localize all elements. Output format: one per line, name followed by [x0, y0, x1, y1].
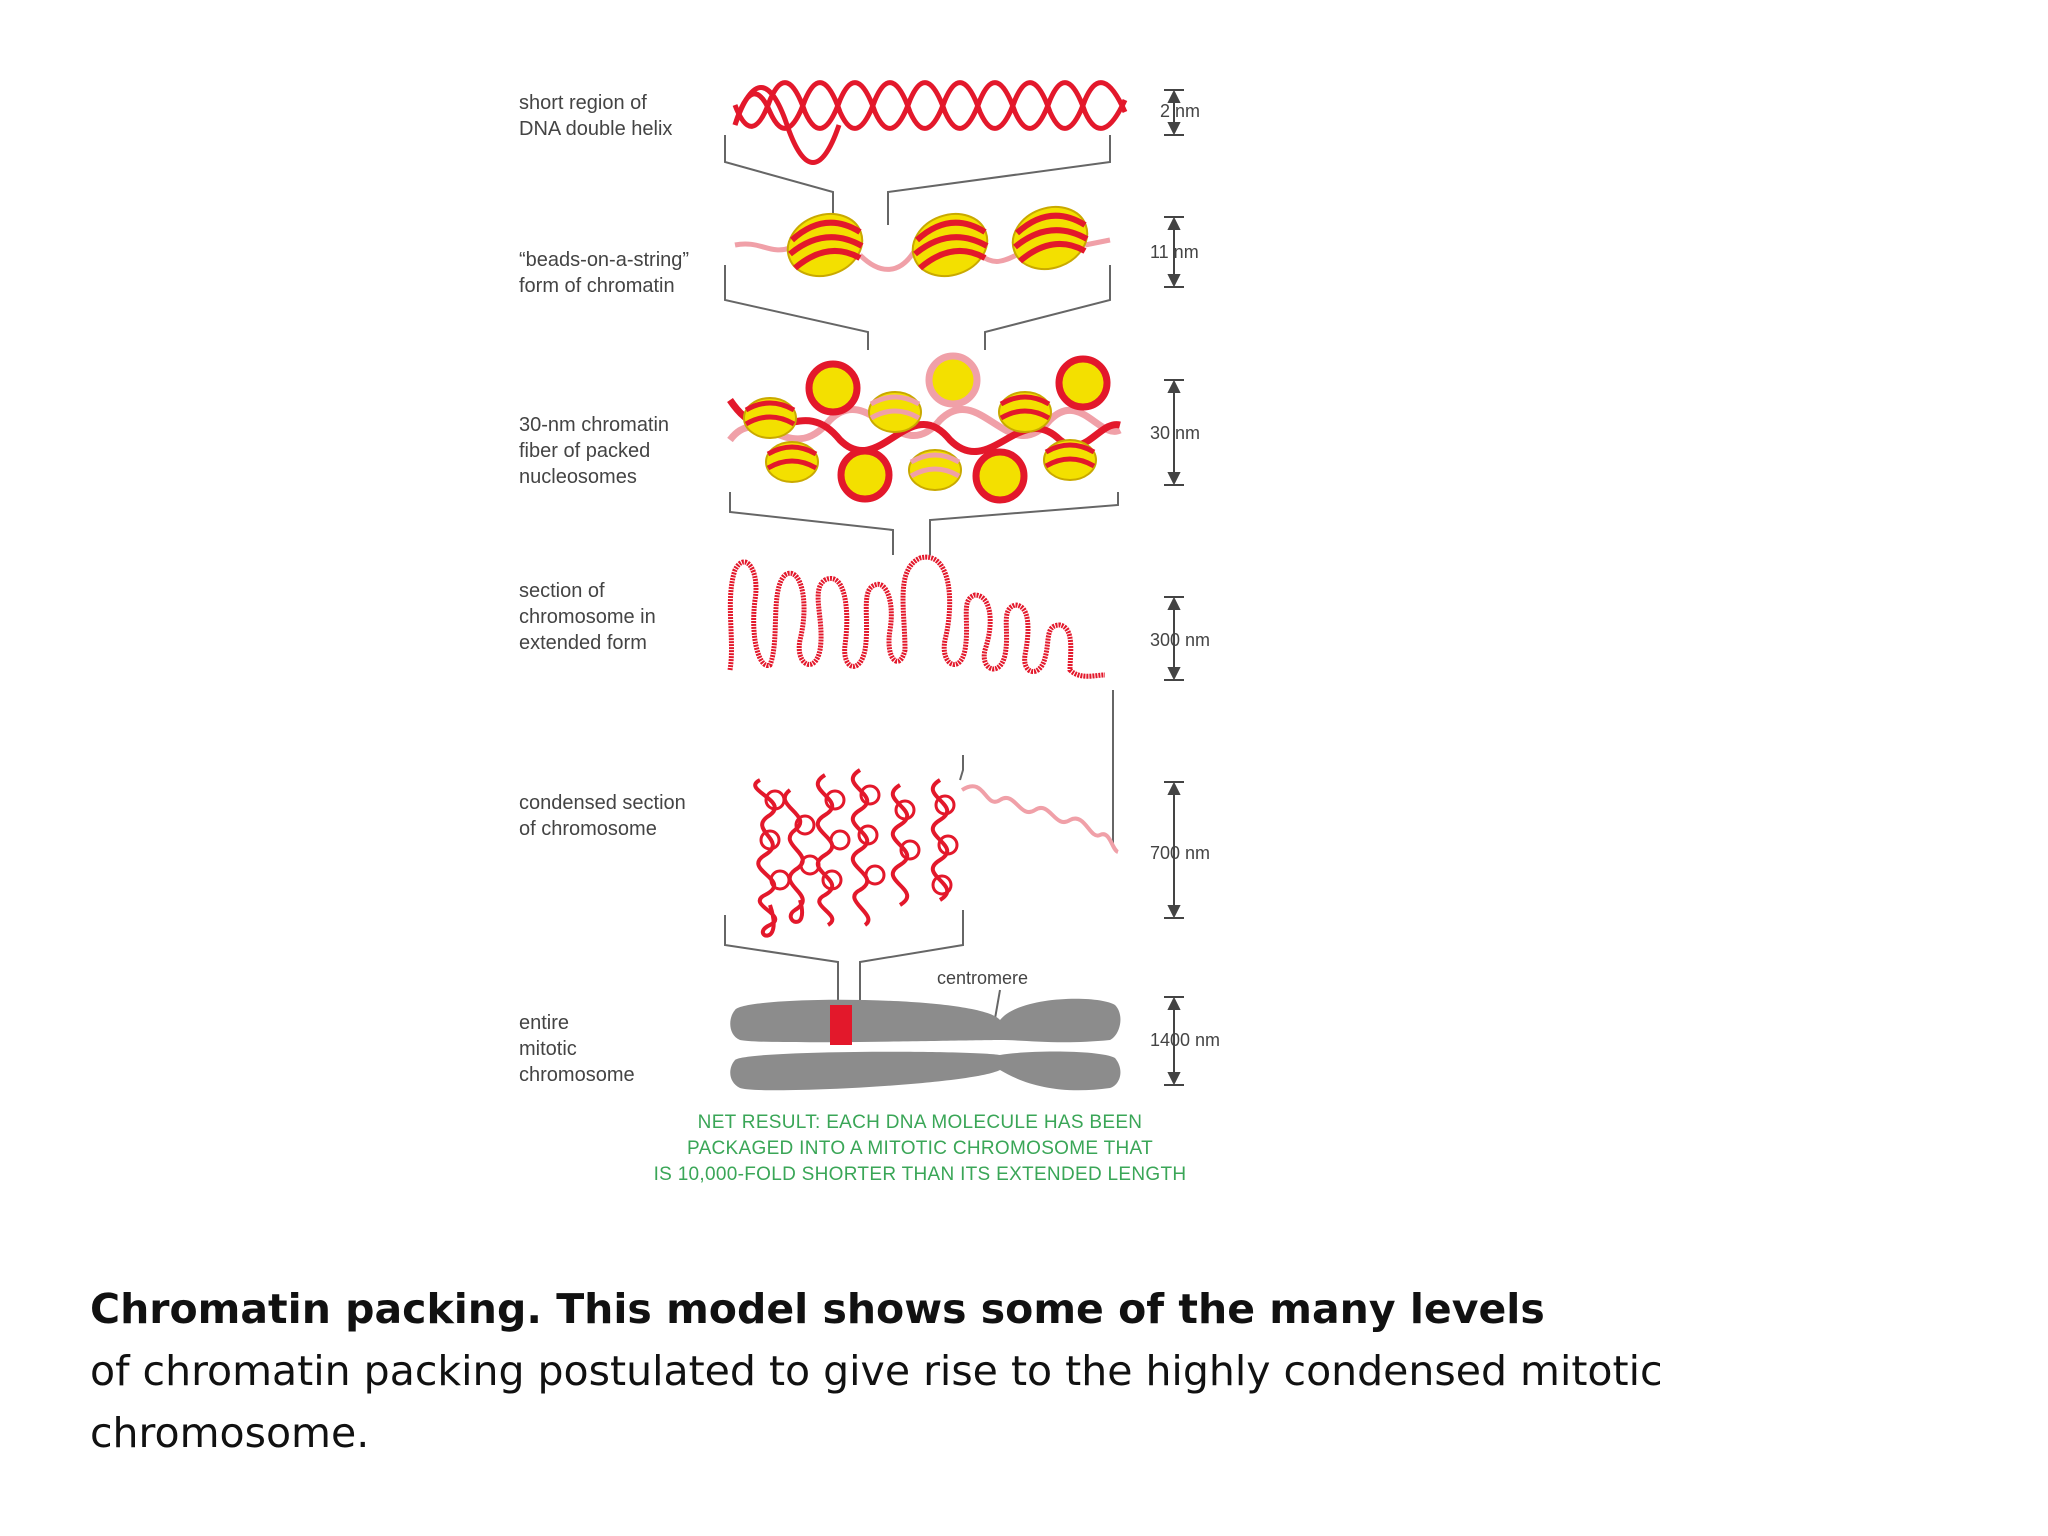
zoom-connector-1	[724, 135, 1111, 225]
dimension-label-2nm: 2 nm	[1160, 101, 1201, 121]
extended-chromosome-loops	[727, 554, 1106, 679]
dimension-label-300nm: 300 nm	[1150, 630, 1211, 650]
caption-text: of chromatin packing postulated to give …	[90, 1347, 1663, 1457]
chromatid-upper	[730, 998, 1121, 1043]
dna-double-helix	[732, 80, 1128, 165]
nucleosome	[911, 212, 989, 278]
dimension-arrow-11nm	[1164, 216, 1184, 288]
dimension-arrow-30nm	[1164, 379, 1184, 486]
nucleosome	[837, 447, 893, 503]
caption-bold: Chromatin packing. This model shows some…	[90, 1285, 1545, 1333]
net-result-line: NET RESULT: EACH DNA MOLECULE HAS BEEN	[697, 1112, 1143, 1133]
nucleosome	[998, 391, 1052, 433]
mitotic-chromosome	[730, 998, 1121, 1091]
condensed-chromosome-section	[753, 768, 1120, 938]
nucleosome	[1055, 355, 1111, 411]
dimension-arrow-2nm	[1164, 89, 1184, 136]
nucleosome	[925, 352, 981, 408]
dimension-label-700nm: 700 nm	[1150, 843, 1211, 863]
chromatid-lower	[730, 1051, 1121, 1091]
highlighted-section	[830, 1005, 852, 1045]
net-result-line: IS 10,000-FOLD SHORTER THAN ITS EXTENDED…	[653, 1164, 1187, 1185]
net-result-line: PACKAGED INTO A MITOTIC CHROMOSOME THAT	[687, 1138, 1153, 1159]
figure-caption: Chromatin packing. This model shows some…	[90, 1278, 1890, 1464]
nucleosome	[868, 391, 922, 433]
net-result-note: NET RESULT: EACH DNA MOLECULE HAS BEEN P…	[600, 1110, 1240, 1188]
level-label-condensed-section: condensed section of chromosome	[519, 792, 686, 840]
level-label-30nm-fiber: 30-nm chromatin fiber of packed nucleoso…	[519, 414, 670, 488]
level-label-beads-on-string: “beads-on-a-string” form of chromatin	[519, 249, 690, 297]
nucleosome	[972, 448, 1028, 504]
beads-on-a-string	[734, 205, 1111, 278]
nucleosome	[908, 449, 962, 491]
nucleosome	[765, 441, 819, 483]
nucleosome	[1011, 205, 1089, 271]
nucleosome	[1043, 439, 1097, 481]
nucleosome	[805, 360, 861, 416]
dimension-label-30nm: 30 nm	[1150, 423, 1201, 443]
zoom-connector-4	[959, 690, 1114, 845]
level-label-mitotic-chromosome: entire mitotic chromosome	[519, 1012, 635, 1086]
dimension-arrow-1400nm	[1164, 996, 1184, 1086]
dimension-label-11nm: 11 nm	[1150, 242, 1199, 262]
dimension-arrow-700nm	[1164, 781, 1184, 919]
level-label-extended-chromosome: section of chromosome in extended form	[519, 580, 656, 654]
dimension-markers	[1164, 89, 1184, 1086]
zoom-connector-3	[729, 492, 1119, 555]
dimension-arrow-300nm	[1164, 596, 1184, 681]
thirty-nm-fiber	[727, 352, 1122, 504]
centromere-label: centromere	[937, 968, 1029, 988]
level-label-dna-helix: short region of DNA double helix	[519, 92, 673, 140]
nucleosome	[786, 212, 864, 278]
nucleosome	[743, 397, 797, 439]
zoom-connector-2	[724, 265, 1111, 350]
dimension-label-1400nm: 1400 nm	[1150, 1030, 1221, 1050]
